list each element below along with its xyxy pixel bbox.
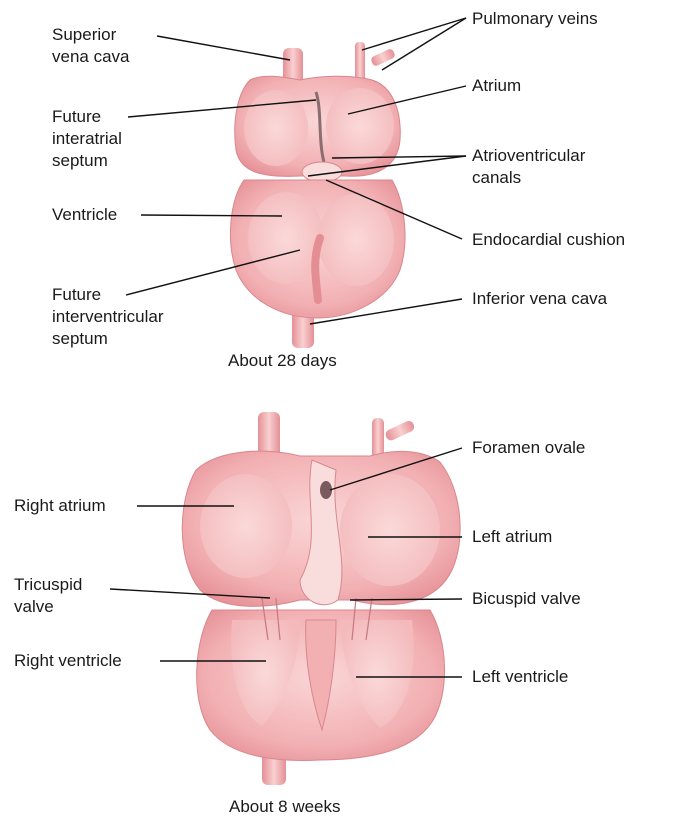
leader-pulmonary-veins-a — [362, 18, 466, 50]
label-atrioventricular-canals-line1: Atrioventricular — [472, 145, 585, 167]
label-superior-vena-cava-line1: Superior — [52, 24, 130, 46]
ventricle-cavity-right — [318, 194, 394, 286]
label-pulmonary-veins: Pulmonary veins — [472, 8, 598, 30]
label-right-atrium: Right atrium — [14, 495, 106, 517]
right-atrium-cavity — [200, 474, 292, 578]
label-future-interventricular-septum-line2: interventricular — [52, 306, 164, 328]
label-future-interatrial-septum-line1: Future — [52, 106, 122, 128]
label-atrioventricular-canals: Atrioventricular canals — [472, 145, 585, 189]
leader-bicuspid-valve — [350, 599, 462, 600]
label-atrioventricular-canals-line2: canals — [472, 167, 585, 189]
label-tricuspid-valve: Tricuspid valve — [14, 574, 82, 618]
label-future-interventricular-septum-line3: septum — [52, 328, 164, 350]
label-future-interatrial-septum-line2: interatrial — [52, 128, 122, 150]
label-left-atrium: Left atrium — [472, 526, 552, 548]
label-left-ventricle: Left ventricle — [472, 666, 568, 688]
leader-superior-vena-cava — [157, 36, 290, 60]
heart-28-days — [230, 42, 405, 348]
caption-about-8-weeks: About 8 weeks — [229, 796, 341, 818]
label-future-interventricular-septum-line1: Future — [52, 284, 164, 306]
atrium-cavity-right — [326, 88, 394, 164]
label-tricuspid-valve-line2: valve — [14, 596, 82, 618]
label-superior-vena-cava: Superior vena cava — [52, 24, 130, 68]
left-atrium-cavity — [340, 474, 440, 586]
label-bicuspid-valve: Bicuspid valve — [472, 588, 581, 610]
label-future-interatrial-septum-line3: septum — [52, 150, 122, 172]
label-atrium: Atrium — [472, 75, 521, 97]
label-foramen-ovale: Foramen ovale — [472, 437, 585, 459]
heart-8-weeks — [182, 412, 460, 785]
leader-pulmonary-veins-b — [382, 18, 466, 70]
label-ventricle: Ventricle — [52, 204, 117, 226]
label-superior-vena-cava-line2: vena cava — [52, 46, 130, 68]
label-tricuspid-valve-line1: Tricuspid — [14, 574, 82, 596]
leader-ventricle — [141, 215, 282, 216]
caption-about-28-days: About 28 days — [228, 350, 337, 372]
label-future-interatrial-septum: Future interatrial septum — [52, 106, 122, 172]
label-endocardial-cushion: Endocardial cushion — [472, 229, 625, 251]
label-right-ventricle: Right ventricle — [14, 650, 122, 672]
label-future-interventricular-septum: Future interventricular septum — [52, 284, 164, 350]
label-inferior-vena-cava: Inferior vena cava — [472, 288, 607, 310]
